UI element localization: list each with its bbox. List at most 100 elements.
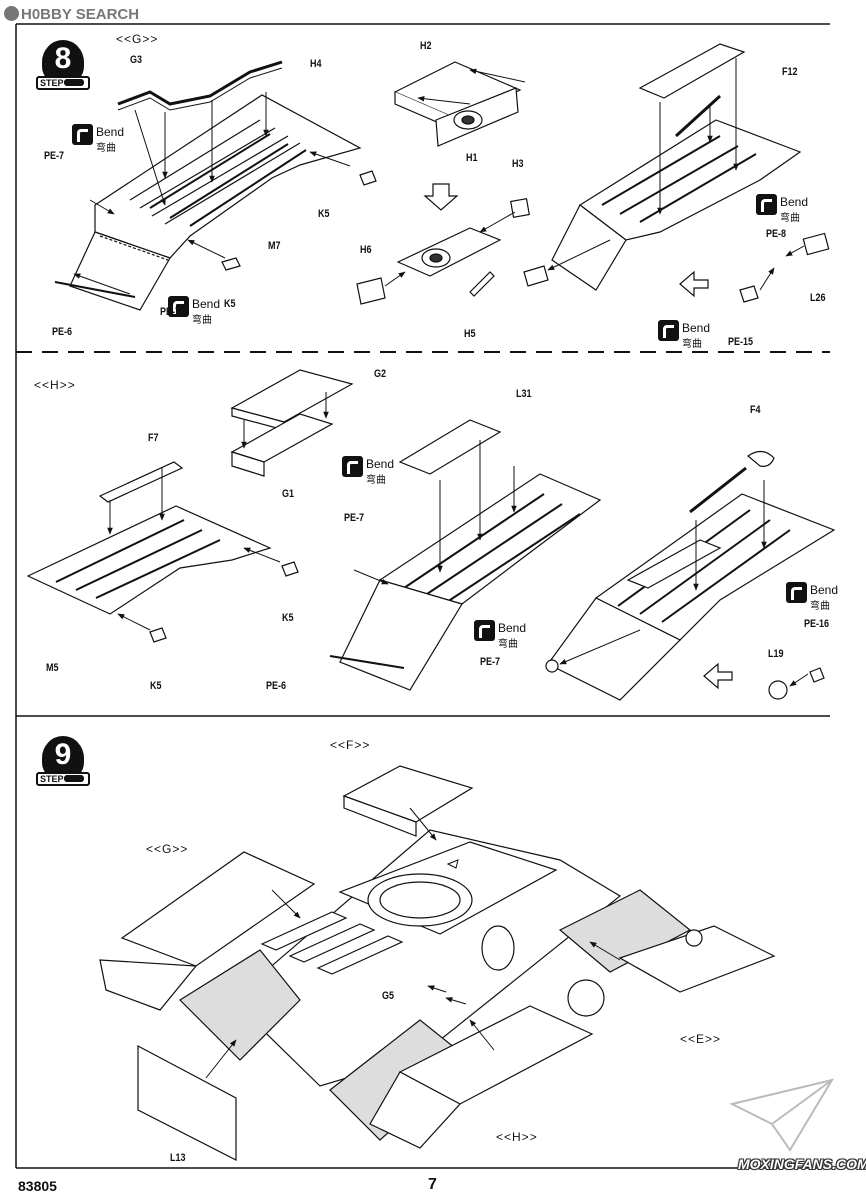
bend-label-cn: 弯曲 (682, 339, 702, 350)
bend-label: Bend (810, 583, 839, 597)
hull-assembly (99, 765, 776, 1161)
bend-callout: Bend 弯曲 (756, 194, 826, 234)
part-label-H2: H2 (420, 40, 432, 52)
part-label-H5: H5 (464, 328, 476, 340)
part-label-G3: G3 (130, 54, 143, 66)
part-label-PE7: PE-7 (160, 306, 181, 318)
step-8-badge: 8 STEP (36, 40, 90, 94)
part-label-F12: F12 (782, 66, 798, 78)
part-label-L31: L31 (516, 388, 532, 400)
bend-icon (658, 320, 679, 341)
bend-label: Bend (96, 125, 125, 139)
left-arrow-icon-step8 (679, 270, 709, 298)
part-label-PE6: PE-6 (52, 326, 73, 338)
paper-plane-logo (729, 1078, 835, 1152)
bend-callout: Bend 弯曲 (168, 296, 238, 336)
part-label-PE7: PE-7 (44, 150, 65, 162)
tank-icon (64, 79, 84, 86)
part-label-K5: K5 (282, 612, 294, 624)
crate-g1-g2 (230, 369, 354, 477)
subassembly-label-h-hull: <<H>> (496, 1130, 538, 1144)
tank-icon (64, 775, 84, 782)
part-label-F4: F4 (750, 404, 761, 416)
subassembly-label-e: <<E>> (680, 1032, 722, 1046)
assembly-step8-right (523, 43, 830, 303)
product-code: 83805 (18, 1178, 57, 1194)
part-label-PE15: PE-15 (728, 336, 754, 348)
bend-label-cn: 弯曲 (810, 601, 830, 612)
bend-icon (786, 582, 807, 603)
bend-callout: Bend 弯曲 (786, 582, 856, 622)
watermark-moxingfans: MOXINGFANS.COM (738, 1156, 866, 1172)
assembly-g-step8 (54, 60, 377, 311)
bracket-h1-h2 (393, 61, 522, 147)
bend-label: Bend (192, 297, 221, 311)
bend-callout: Bend 弯曲 (658, 320, 728, 360)
subassembly-label-h: <<H>> (34, 378, 76, 392)
subassembly-label-g: <<G>> (116, 32, 159, 46)
assembly-h-mid-arrows (353, 440, 517, 585)
part-label-L26: L26 (810, 292, 826, 304)
assembly-h-left (26, 461, 299, 643)
down-arrow-icon (423, 183, 459, 211)
bend-icon (474, 620, 495, 641)
bend-label: Bend (780, 195, 809, 209)
subassembly-label-g-hull: <<G>> (146, 842, 189, 856)
assembly-step8-right-arrows (547, 58, 805, 291)
page-frame (15, 23, 830, 1169)
bend-icon (342, 456, 363, 477)
left-arrow-icon-step8-h (703, 662, 733, 690)
bend-label-cn: 弯曲 (780, 213, 800, 224)
watermark-top-text: H0BBY SEARCH (21, 6, 140, 23)
bend-label: Bend (682, 321, 711, 335)
bend-label-cn: 弯曲 (96, 143, 116, 154)
assembly-h-right (545, 450, 836, 701)
crate-arrows (241, 392, 329, 449)
part-label-M5: M5 (46, 662, 59, 674)
part-label-K5: K5 (224, 298, 236, 310)
part-label-G1: G1 (282, 488, 295, 500)
bend-callout: Bend 弯曲 (342, 456, 412, 496)
assembly-h-mid (329, 419, 602, 691)
bend-label: Bend (498, 621, 527, 635)
part-label-H3: H3 (512, 158, 524, 170)
part-label-G5: G5 (382, 990, 395, 1002)
part-label-H4: H4 (310, 58, 322, 70)
part-label-PE8: PE-8 (766, 228, 787, 240)
part-label-PE6: PE-6 (266, 680, 287, 692)
part-label-F7: F7 (148, 432, 159, 444)
bracket-h3-h6 (356, 198, 530, 305)
bend-icon (72, 124, 93, 145)
bend-icon (168, 296, 189, 317)
bend-label-cn: 弯曲 (192, 315, 212, 326)
bend-label-cn: 弯曲 (498, 639, 518, 650)
assembly-h-left-arrows (107, 468, 281, 631)
part-label-K5: K5 (150, 680, 162, 692)
part-label-K5: K5 (318, 208, 330, 220)
page-number: 7 (428, 1176, 437, 1193)
part-label-H6: H6 (360, 244, 372, 256)
subassembly-label-f: <<F>> (330, 738, 371, 752)
bend-callout: Bend 弯曲 (474, 620, 544, 660)
assembly-g-arrows (73, 92, 351, 295)
bend-callout: Bend 弯曲 (72, 124, 142, 164)
logo-circle-icon (4, 6, 19, 21)
bracket-h3-arrows (384, 211, 516, 287)
part-label-PE7: PE-7 (480, 656, 501, 668)
watermark-hobbysearch: H0BBY SEARCH (4, 6, 139, 23)
bracket-h1-arrows (417, 68, 526, 105)
part-label-G2: G2 (374, 368, 387, 380)
assembly-h-right-arrows (559, 480, 809, 687)
part-label-PE7: PE-7 (344, 512, 365, 524)
part-label-L13: L13 (170, 1152, 186, 1164)
part-label-H1: H1 (466, 152, 478, 164)
part-label-PE16: PE-16 (804, 618, 830, 630)
direction-arrow-icon-hull (446, 859, 459, 869)
bend-label-cn: 弯曲 (366, 475, 386, 486)
part-label-M7: M7 (268, 240, 281, 252)
bend-icon (756, 194, 777, 215)
step-9-badge: 9 STEP (36, 736, 90, 790)
bend-label: Bend (366, 457, 395, 471)
part-label-L19: L19 (768, 648, 784, 660)
